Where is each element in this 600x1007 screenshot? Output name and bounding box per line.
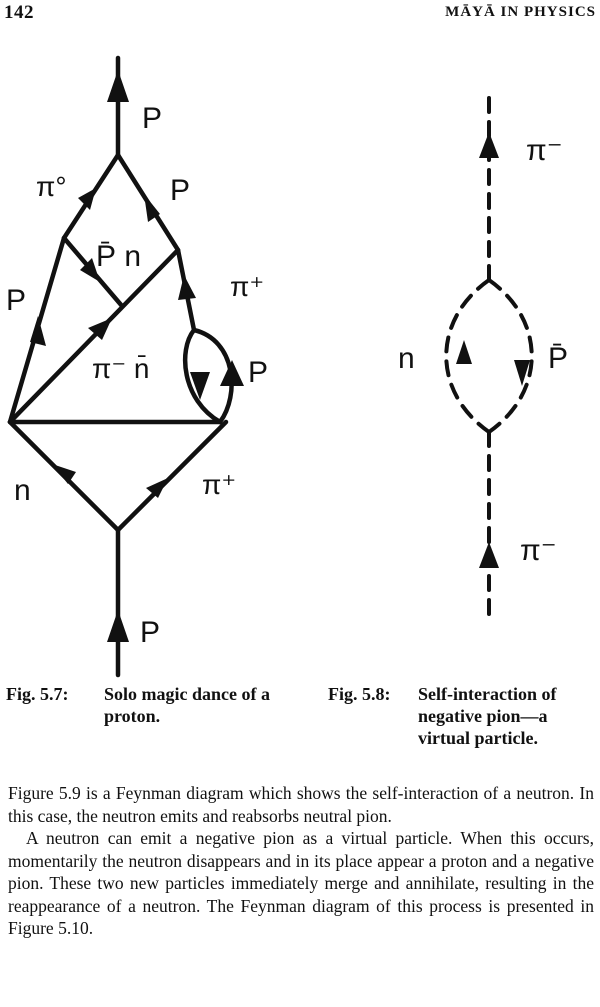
figure-5-7-caption: Fig. 5.7: Solo magic dance of a proton.: [6, 683, 296, 727]
arrow-p-loop-down: [190, 372, 210, 400]
label-p-left: P: [6, 284, 26, 317]
page-number: 142: [4, 2, 34, 23]
figure-5-8-caption: Fig. 5.8: Self-interaction of negative pi…: [328, 683, 598, 749]
label-p-upper-right: P: [170, 174, 190, 207]
arrow-n-up: [456, 340, 472, 364]
figure-5-7-caption-text: Solo magic dance of a proton.: [104, 684, 270, 726]
label-n: n: [398, 342, 415, 375]
arrow-p-bar: [80, 258, 100, 282]
line-pi-minus: [7, 247, 181, 425]
label-p-bottom: P: [140, 616, 160, 649]
arrow-pi-minus-top: [479, 132, 499, 158]
running-title: MĀYĀ IN PHYSICS: [445, 4, 596, 20]
arrow-p-loop-up: [220, 360, 244, 386]
page-header: 142 MĀYĀ IN PHYSICS: [0, 0, 600, 30]
figure-5-8-caption-label: Fig. 5.8:: [328, 684, 391, 704]
label-pbar-n: P̄ n: [96, 240, 141, 273]
figure-5-8-caption-text: Self-interaction of negative pion—a virt…: [418, 684, 557, 748]
label-pi-zero: π°: [36, 171, 67, 202]
label-pi-minus-bottom: π⁻: [520, 534, 557, 567]
arrow-p-bottom: [107, 610, 129, 642]
loop-left-n: [444, 278, 491, 434]
arrow-pi-zero: [78, 188, 96, 210]
label-pi-minus-nbar: π⁻ n̄: [92, 353, 149, 384]
arrow-pbar-down: [514, 360, 530, 386]
paragraph-2: A neutron can emit a negative pion as a …: [8, 828, 594, 938]
arrow-n: [52, 464, 76, 484]
arrow-p-left: [30, 316, 46, 346]
arrow-pi-minus-bottom: [479, 542, 499, 568]
label-p-top: P: [142, 102, 162, 135]
label-pi-plus-upper: π⁺: [230, 271, 264, 302]
arrow-p-upper-right: [144, 194, 160, 222]
label-n-lower: n: [14, 474, 31, 507]
label-pi-minus-top: π⁻: [526, 134, 563, 167]
arrow-pi-minus: [88, 318, 112, 340]
body-text: Figure 5.9 is a Feynman diagram which sh…: [8, 782, 594, 940]
arrow-pi-plus-upper: [178, 275, 196, 300]
loop-right-pbar: [487, 278, 534, 434]
figure-5-7-caption-label: Fig. 5.7:: [6, 684, 69, 704]
arrow-pi-plus-lower: [146, 478, 168, 498]
line-p-loop: [182, 327, 234, 425]
figure-5-7-diagram: P π° P P̄ n P π⁺ π⁻ n̄ P n π⁺ P: [6, 55, 268, 678]
line-pi-plus-lower: [115, 419, 229, 533]
paragraph-1: Figure 5.9 is a Feynman diagram which sh…: [8, 783, 594, 826]
label-pi-plus-lower: π⁺: [202, 469, 236, 500]
label-pbar: P̄: [548, 342, 568, 375]
figure-5-8-diagram: π⁻ n P̄ π⁻: [398, 96, 568, 617]
arrow-p-top: [107, 70, 129, 102]
label-p-loop: P: [248, 356, 268, 389]
